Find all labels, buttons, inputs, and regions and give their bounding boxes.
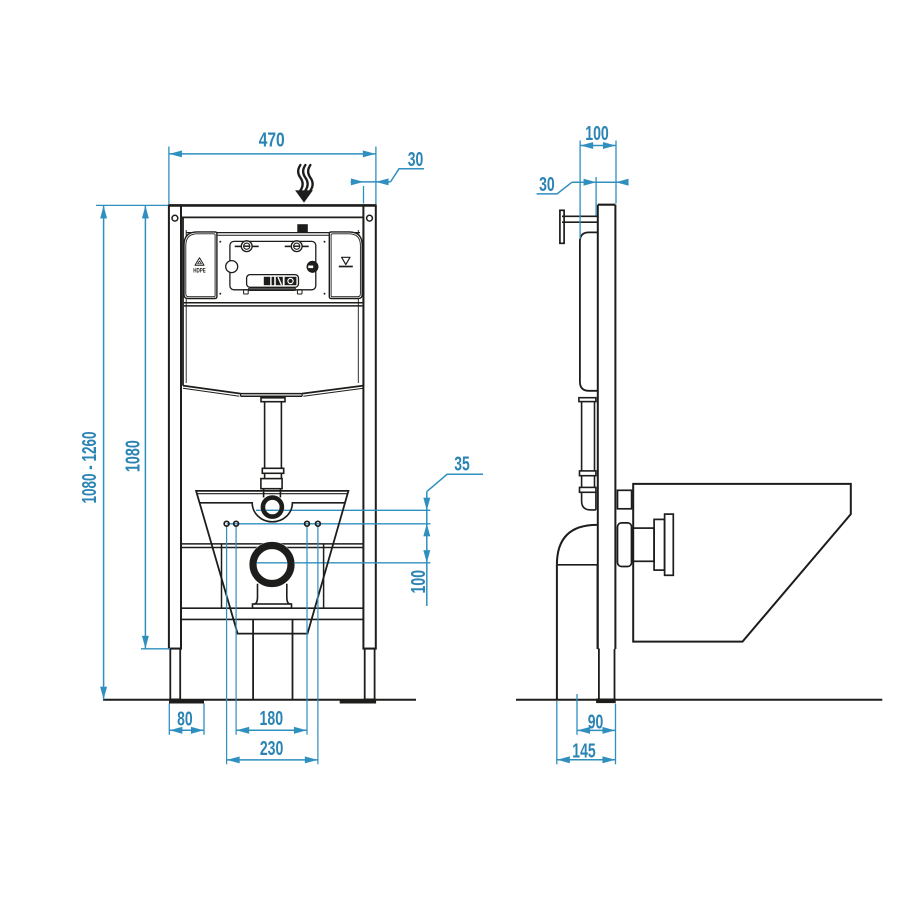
svg-text:180: 180 (260, 707, 284, 730)
svg-text:100: 100 (585, 122, 609, 145)
svg-text:HDPE: HDPE (193, 268, 206, 275)
svg-text:80: 80 (177, 707, 193, 730)
svg-text:1080: 1080 (122, 440, 145, 472)
svg-text:230: 230 (260, 737, 284, 760)
svg-text:30: 30 (539, 173, 555, 196)
svg-text:145: 145 (572, 739, 596, 762)
svg-text:470: 470 (259, 128, 285, 151)
svg-text:35: 35 (454, 453, 470, 476)
svg-text:100: 100 (407, 570, 430, 594)
svg-text:30: 30 (408, 148, 424, 171)
svg-text:1080 - 1260: 1080 - 1260 (78, 432, 101, 504)
svg-text:90: 90 (588, 710, 604, 733)
